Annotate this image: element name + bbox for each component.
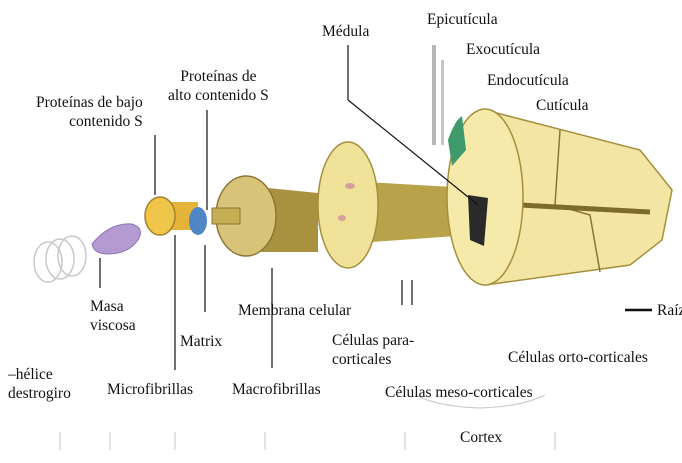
matrix-label: Matrix: [180, 332, 222, 351]
proteinas-bajo-label: Proteínas de bajo contenido S: [36, 93, 143, 131]
proteinas-alto-label: Proteínas de alto contenido S: [168, 67, 269, 105]
alpha-helix-shape: [34, 236, 86, 282]
raiz-label: Raíz: [657, 301, 682, 320]
viscous-mass-shape: [92, 224, 140, 254]
microfibrillas-label: Microfibrillas: [107, 380, 193, 399]
cuticula-label: Cutícula: [536, 96, 589, 115]
celulas-paracorticales-label: Células para- corticales: [332, 331, 414, 369]
masa-viscosa-label: Masa viscosa: [90, 297, 136, 335]
microfibril-shape: [145, 197, 207, 235]
endocuticula-label: Endocutícula: [487, 71, 569, 90]
macrofibril-shape: [212, 176, 318, 256]
exocuticula-label: Exocutícula: [466, 40, 540, 59]
medula-label: Médula: [322, 22, 369, 41]
epicuticula-label: Epicutícula: [427, 10, 498, 29]
cortex-label: Cortex: [460, 428, 502, 447]
celulas-orto-label: Células orto-corticales: [508, 348, 648, 367]
helice-label: –hélice destrogiro: [8, 365, 71, 403]
macrofibrillas-label: Macrofibrillas: [232, 380, 321, 399]
hair-illustration: [34, 45, 672, 285]
celulas-meso-label: Células meso-corticales: [385, 383, 533, 402]
membrana-celular-label: Membrana celular: [238, 301, 351, 320]
